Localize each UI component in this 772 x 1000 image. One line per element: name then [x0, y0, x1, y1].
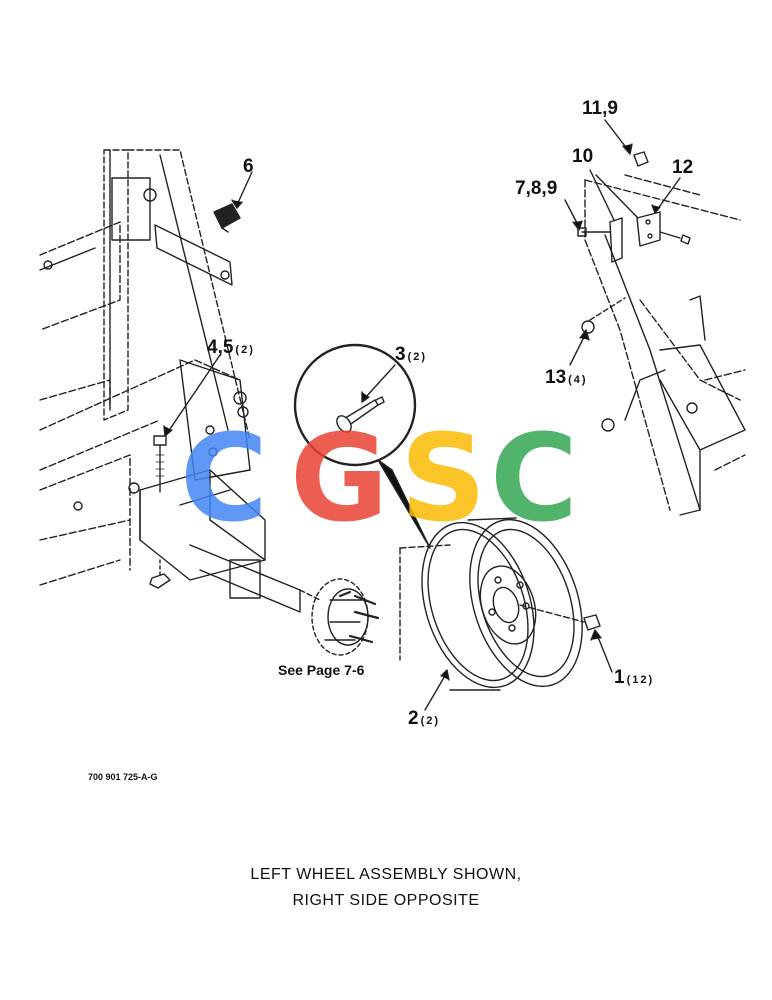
- callout-11-9: 11,9: [582, 98, 618, 120]
- callout-13-number: 13: [545, 367, 567, 388]
- callout-1: 1(12): [614, 667, 654, 689]
- callout-12-number: 12: [672, 157, 694, 178]
- hub-assembly: [299, 578, 380, 656]
- callout-2-quantity: (2): [420, 715, 441, 727]
- callout-2-number: 2: [408, 708, 419, 729]
- watermark-letter-3: S: [400, 410, 487, 549]
- figure-caption: LEFT WHEEL ASSEMBLY SHOWN, RIGHT SIDE OP…: [0, 862, 772, 914]
- callout-7-8-9-number: 7,8,9: [515, 178, 558, 199]
- frame-assembly: [39, 149, 301, 613]
- valve-stem-detail: [293, 343, 431, 549]
- callout-3: 3(2): [395, 344, 427, 366]
- reference-note: See Page 7-6: [278, 662, 365, 678]
- watermark-letter-4: C: [490, 410, 579, 549]
- callout-1-quantity: (12): [626, 674, 655, 686]
- callout-4-5-number: 4,5: [207, 337, 234, 358]
- caption-line-1: LEFT WHEEL ASSEMBLY SHOWN,: [250, 866, 522, 883]
- callout-4-5-quantity: (2): [235, 344, 255, 356]
- drawing-number: 700 901 725-A-G: [88, 772, 158, 782]
- callout-2: 2(2): [408, 708, 440, 730]
- callout-3-number: 3: [395, 344, 406, 365]
- watermark-letter-2: G: [290, 410, 389, 549]
- callout-6-number: 6: [243, 156, 254, 177]
- callout-13: 13(4): [545, 367, 588, 389]
- callout-11-9-number: 11,9: [582, 98, 618, 119]
- callout-10: 10: [572, 146, 593, 168]
- wheel-rim: [399, 517, 601, 691]
- caption-line-2: RIGHT SIDE OPPOSITE: [292, 892, 480, 909]
- callout-10-number: 10: [572, 146, 594, 167]
- leader-lines: [163, 119, 681, 711]
- right-frame-assembly: [577, 151, 746, 516]
- callout-1-number: 1: [614, 667, 625, 688]
- callout-13-quantity: (4): [568, 374, 588, 386]
- watermark-letter-1: C: [180, 410, 269, 549]
- callout-6: 6: [243, 156, 254, 178]
- callout-7-8-9: 7,8,9: [515, 178, 557, 200]
- callout-12: 12: [672, 157, 693, 179]
- callout-4-5: 4,5(2): [207, 337, 255, 359]
- callout-3-quantity: (2): [407, 351, 428, 363]
